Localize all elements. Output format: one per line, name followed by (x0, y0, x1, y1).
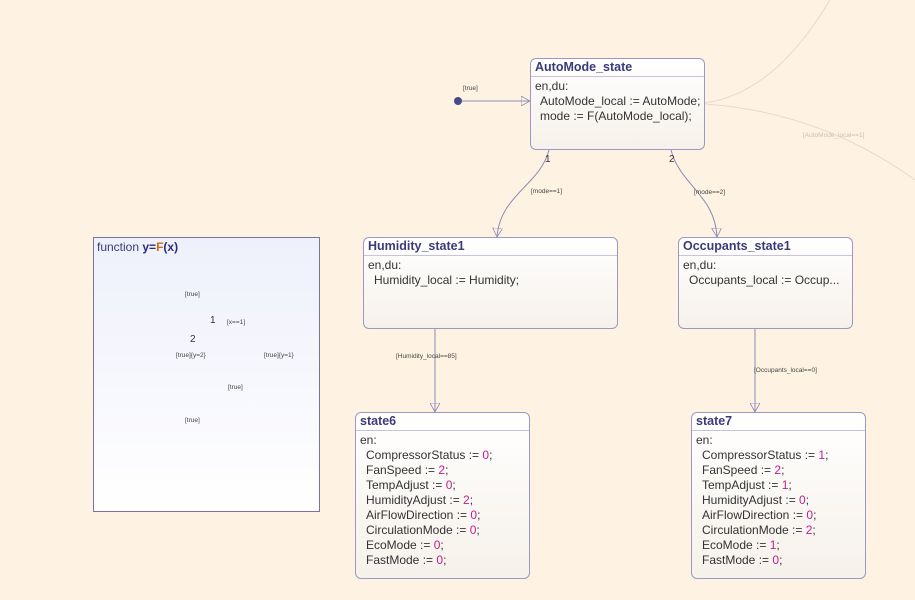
state7-assignment: EcoMode := 1; (702, 538, 780, 552)
fn-order-2: 2 (190, 334, 196, 345)
fn-label-right: [true]{y=1} (264, 352, 294, 359)
offscreen-transition-1 (704, 0, 831, 104)
state6-assignment: CirculationMode := 0; (366, 523, 480, 537)
fn-label-default: [true] (185, 291, 200, 298)
state7-assignment: CirculationMode := 2; (702, 523, 816, 537)
state7-title: state7 (692, 413, 865, 431)
transition-order-2: 2 (669, 154, 675, 165)
default-transition-dot (454, 97, 462, 105)
fn-label-cond: [x==1] (227, 319, 246, 326)
automode-state-title: AutoMode_state (531, 59, 704, 77)
humidity-state-title: Humidity_state1 (364, 238, 617, 256)
transition-to-occupants (670, 149, 717, 237)
state7[interactable]: state7 en: CompressorStatus := 1;FanSpee… (691, 412, 866, 579)
state6-action-type: en: (360, 433, 377, 447)
state7-action-type: en: (696, 433, 713, 447)
humidity-state[interactable]: Humidity_state1 en,du: Humidity_local :=… (363, 237, 618, 329)
function-keyword: function (97, 240, 140, 254)
automode-line-2: mode := F(AutoMode_local); (540, 109, 692, 123)
transition-to-humidity (497, 149, 550, 237)
transition-label-occupants: [Occupants_local==0] (754, 367, 817, 374)
default-transition-label: [true] (463, 85, 478, 92)
state7-assignment: FastMode := 0; (702, 553, 783, 567)
state6[interactable]: state6 en: CompressorStatus := 0;FanSpee… (355, 412, 530, 579)
humidity-line-1: Humidity_local := Humidity; (374, 273, 520, 287)
function-box[interactable]: function y=F(x) (93, 237, 320, 512)
fn-label-bottom: [true] (228, 384, 243, 391)
transition-label-mode1: [mode==1] (531, 188, 563, 195)
state6-assignment: HumidityAdjust := 2; (366, 493, 474, 507)
state6-assignment: AirFlowDirection := 0; (366, 508, 481, 522)
state7-assignment: CompressorStatus := 1; (702, 448, 829, 462)
fn-label-left: [true]{y=2} (176, 352, 206, 359)
state6-assignment: EcoMode := 0; (366, 538, 444, 552)
function-signature: y=F(x) (142, 240, 179, 254)
state6-assignment: CompressorStatus := 0; (366, 448, 493, 462)
automode-action-type: en,du: (535, 79, 569, 93)
fn-order-1: 1 (210, 315, 216, 326)
automode-state[interactable]: AutoMode_state en,du: AutoMode_local := … (530, 58, 705, 150)
state6-assignment: FanSpeed := 2; (366, 463, 449, 477)
transition-label-mode2: [mode==2] (694, 189, 726, 196)
humidity-action-type: en,du: (368, 258, 402, 272)
occupants-state[interactable]: Occupants_state1 en,du: Occupants_local … (678, 237, 853, 329)
state7-assignment: HumidityAdjust := 0; (702, 493, 810, 507)
state7-assignment: AirFlowDirection := 0; (702, 508, 817, 522)
transition-label-humidity: [Humidity_local==85] (396, 353, 457, 360)
occupants-action-type: en,du: (683, 258, 717, 272)
state7-assignment: FanSpeed := 2; (702, 463, 785, 477)
automode-line-1: AutoMode_local := AutoMode; (540, 94, 701, 108)
transition-order-1: 1 (545, 154, 551, 165)
occupants-state-title: Occupants_state1 (679, 238, 852, 256)
fn-label-last: [true] (185, 417, 200, 424)
state6-title: state6 (356, 413, 529, 431)
state6-assignment: FastMode := 0; (366, 553, 447, 567)
offscreen-transition-2 (704, 103, 915, 181)
occupants-line-1: Occupants_local := Occup... (689, 273, 840, 287)
offscreen-transition-label: [AutoMode_local==1] (803, 132, 865, 139)
state6-assignment: TempAdjust := 0; (366, 478, 456, 492)
function-label: function y=F(x) (97, 240, 178, 254)
state7-assignment: TempAdjust := 1; (702, 478, 792, 492)
